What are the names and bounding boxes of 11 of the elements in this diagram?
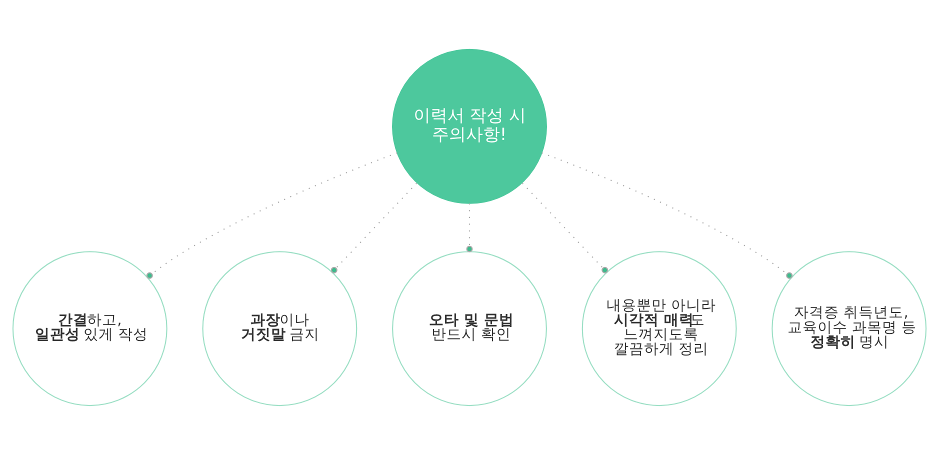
connector: [466, 203, 473, 252]
connector: [522, 182, 608, 274]
connector: [330, 182, 418, 274]
node-circle: 오타 및 문법 반드시 확인: [392, 251, 547, 406]
node-circle: 과장이나 거짓말 금지: [202, 251, 358, 406]
node-circle: 간결하고, 일관성 있게 작성: [12, 251, 168, 406]
connector: [146, 152, 398, 279]
node-circle: 이력서 작성 시 주의사항!: [392, 48, 547, 204]
connector: [542, 152, 793, 279]
node-circle: 자격증 취득년도, 교육이수 과목명 등 정확히 명시: [772, 251, 927, 406]
node-circle: 내용뿐만 아니라 시각적 매력도 느껴지도록 깔끔하게 정리: [582, 251, 737, 406]
